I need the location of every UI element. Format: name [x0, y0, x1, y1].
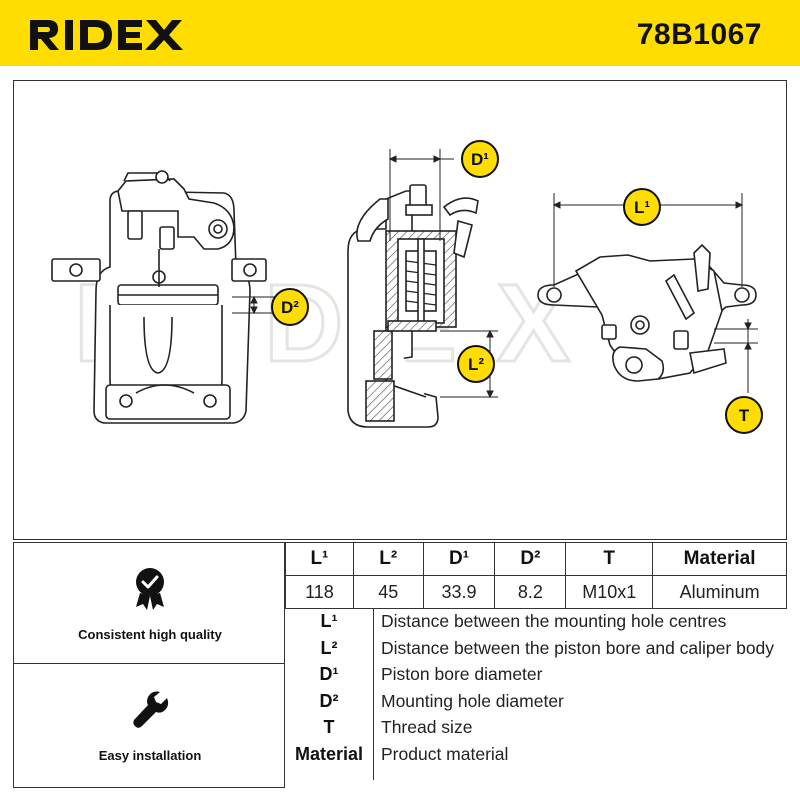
wrench-icon — [133, 691, 169, 728]
legend-key: D¹ — [319, 664, 339, 685]
badge-d1: D¹ — [461, 140, 499, 178]
spec-header-l2: L² — [352, 542, 424, 576]
badge-l2-label: L² — [468, 355, 484, 374]
badge-l1-label: L¹ — [634, 198, 650, 217]
ridex-logo — [30, 20, 183, 50]
badge-d2-label: D² — [281, 298, 299, 317]
spec-header-t: T — [565, 542, 654, 576]
spec-value-d2: 8.2 — [494, 575, 567, 609]
legend-divider — [373, 608, 374, 780]
spec-value-d1: 33.9 — [422, 575, 496, 609]
caliper-front-view — [51, 170, 267, 424]
legend-key: L¹ — [320, 611, 338, 631]
spec-header-material: Material — [652, 542, 787, 576]
legend-row: D² Mounting hole diameter — [285, 688, 787, 715]
quality-badge-icon — [136, 568, 164, 610]
spec-value-l2: 45 — [352, 575, 424, 609]
header-bar: 78B1067 — [0, 0, 800, 66]
legend-row: T Thread size — [285, 714, 787, 741]
badge-t: T — [725, 396, 763, 434]
spec-value-l1: 118 — [285, 575, 354, 609]
info-section: Consistent high quality Easy installatio… — [13, 542, 787, 788]
legend-desc: Mounting hole diameter — [381, 690, 564, 711]
dimension-d1 — [388, 149, 454, 241]
legend-row: L¹ Distance between the mounting hole ce… — [285, 608, 787, 635]
legend-desc: Distance between the mounting hole centr… — [381, 611, 727, 631]
spec-value-t: M10x1 — [565, 575, 654, 609]
dimension-legend: L¹ Distance between the mounting hole ce… — [285, 608, 787, 780]
legend-key: D² — [319, 690, 339, 711]
legend-key: Material — [294, 743, 364, 764]
spec-header-d2: D² — [494, 542, 567, 576]
legend-key: T — [323, 717, 335, 738]
dimension-t — [714, 319, 758, 393]
badge-l1: L¹ — [623, 188, 661, 226]
badge-l2: L² — [457, 345, 495, 383]
legend-row: Material Product material — [285, 741, 787, 768]
dimension-d2 — [232, 295, 276, 315]
legend-row: D¹ Piston bore diameter — [285, 661, 787, 688]
caliper-section-view — [347, 184, 479, 428]
feature-install-label: Easy installation — [98, 748, 202, 763]
part-number: 78B1067 — [636, 18, 762, 51]
feature-quality: Consistent high quality — [13, 542, 285, 664]
spec-value-row: 118 45 33.9 8.2 M10x1 Aluminum — [285, 575, 787, 609]
technical-drawing: RIDEX — [13, 80, 787, 540]
badge-d1-label: D¹ — [471, 150, 489, 169]
dimension-l2 — [440, 329, 498, 399]
legend-key: L² — [320, 637, 338, 658]
spec-value-material: Aluminum — [652, 575, 787, 609]
spec-header-row: L¹ L² D¹ D² T Material — [285, 542, 787, 576]
badge-t-label: T — [739, 406, 750, 425]
spec-header-l1: L¹ — [285, 542, 354, 576]
spec-header-d1: D¹ — [422, 542, 496, 576]
caliper-drawings: RIDEX — [51, 140, 763, 434]
feature-quality-label: Consistent high quality — [78, 627, 222, 642]
legend-desc: Product material — [381, 743, 509, 764]
badge-d2: D² — [271, 288, 309, 326]
legend-desc: Piston bore diameter — [381, 664, 543, 685]
feature-install: Easy installation — [13, 664, 285, 788]
caliper-rear-view — [537, 243, 757, 382]
legend-desc: Distance between the piston bore and cal… — [381, 637, 775, 658]
legend-row: L² Distance between the piston bore and … — [285, 635, 787, 662]
spec-table: L¹ L² D¹ D² T Material 118 45 33.9 8.2 M… — [285, 542, 787, 609]
legend-desc: Thread size — [381, 717, 473, 738]
